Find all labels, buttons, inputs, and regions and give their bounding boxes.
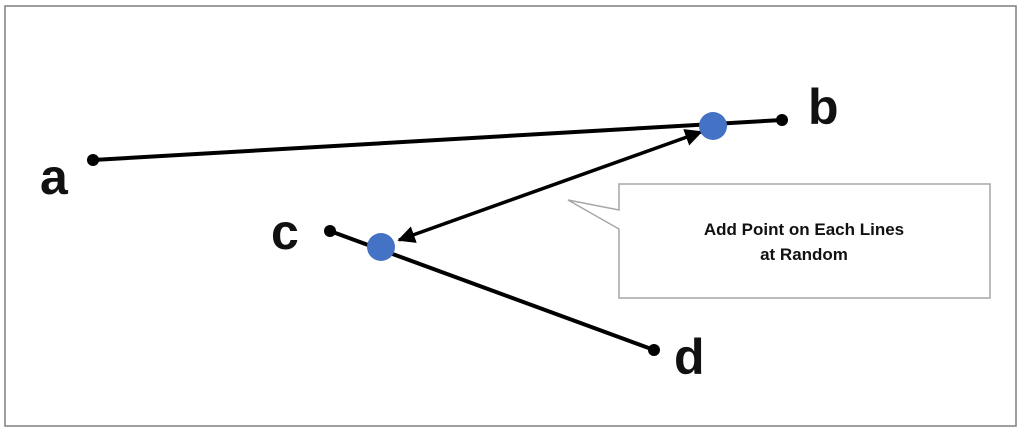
label-d: d — [674, 329, 705, 385]
endpoint-a-dot — [87, 154, 99, 166]
endpoint-c-dot — [324, 225, 336, 237]
callout-box — [567, 183, 991, 299]
callout-line-1: Add Point on Each Lines — [704, 220, 904, 239]
endpoint-b-dot — [776, 114, 788, 126]
label-c: c — [271, 204, 299, 260]
double-arrow — [397, 129, 703, 243]
label-a: a — [40, 149, 69, 205]
random-point-cd — [367, 233, 395, 261]
endpoint-d-dot — [648, 344, 660, 356]
label-b: b — [808, 79, 839, 135]
random-point-ab — [699, 112, 727, 140]
callout-line-2: at Random — [760, 245, 848, 264]
